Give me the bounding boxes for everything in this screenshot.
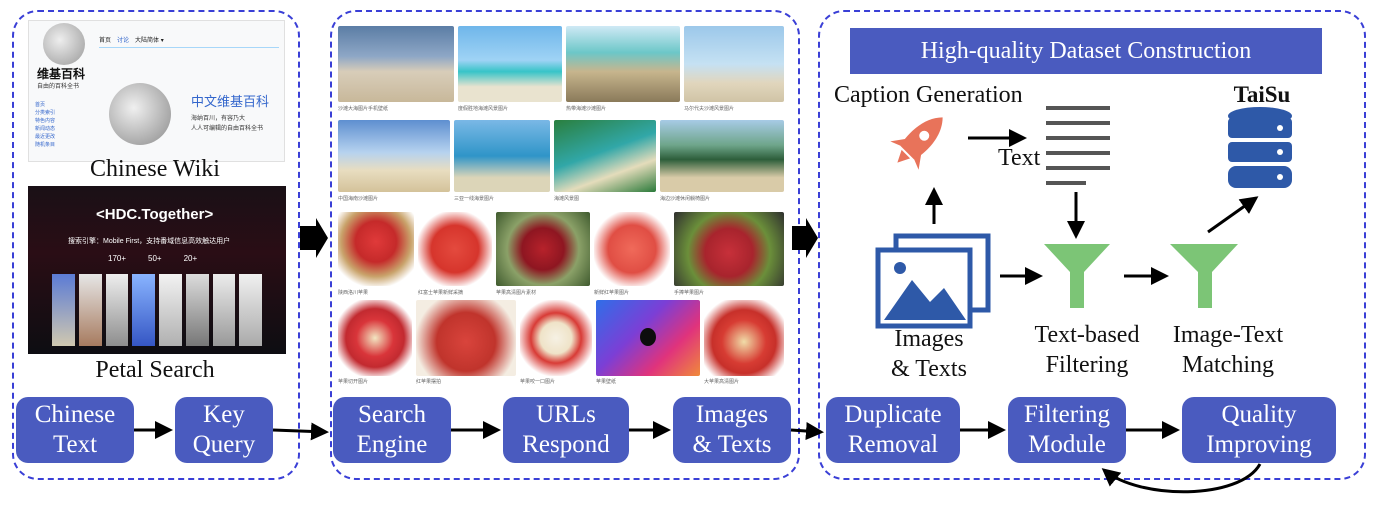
- apple-logo-icon: [640, 328, 656, 346]
- images-icon: [875, 233, 991, 329]
- taisu-label: TaiSu: [1233, 82, 1291, 107]
- wiki-line: 人人可编辑的自由百科全书: [191, 126, 264, 132]
- urls-respond-node: URLs Respond: [503, 397, 629, 463]
- caption-generation-label: Caption Generation: [834, 82, 1023, 108]
- wiki-globe-logo: [43, 23, 85, 65]
- wiki-screenshot: 维基百科 自由的百科全书 首页 讨论 大陆简体 ▾ 首页 分类索引 特色内容 新…: [28, 20, 285, 162]
- image-caption: 红苹果摆拍: [416, 379, 442, 385]
- dataset-construction-panel: [818, 10, 1366, 480]
- text-label: Text: [998, 145, 1041, 171]
- apple-thumbnail: [338, 300, 412, 376]
- panel-transition-arrow: [300, 218, 328, 258]
- image-caption: 海滩风景图: [554, 196, 580, 202]
- flow-arrows: [925, 129, 1259, 285]
- filter-funnel-icon: [1044, 244, 1110, 308]
- images-texts-node: Images & Texts: [673, 397, 791, 463]
- wiki-nav-item[interactable]: 分类索引: [35, 110, 56, 116]
- arrow: [790, 422, 824, 440]
- image-text-matching-label: Image-Text Matching: [1172, 322, 1284, 378]
- beach-thumbnail: [554, 120, 656, 192]
- image-caption: 大苹果高清图片: [704, 379, 740, 385]
- apple-thumbnail: [520, 300, 592, 376]
- wiki-tab-variant[interactable]: 大陆简体 ▾: [135, 38, 164, 44]
- wiki-nav-item[interactable]: 特色内容: [35, 118, 56, 124]
- image-caption: 中国海南沙滩图片: [338, 196, 379, 202]
- arrow: [272, 422, 329, 441]
- dataset-title-box: High-quality Dataset Construction: [850, 28, 1322, 74]
- phone-screens: [52, 274, 262, 346]
- feedback-loop-arrow: [1101, 463, 1262, 494]
- filter-funnel-icon: [1170, 244, 1238, 308]
- beach-thumbnail: [660, 120, 784, 192]
- arrow: [1207, 196, 1259, 234]
- wiki-nav-item[interactable]: 随机条目: [35, 142, 56, 148]
- hdc-subtitle: 搜索引擎：Mobile First，支持番域信息高效触达用户: [68, 238, 231, 245]
- wiki-nav-item[interactable]: 首页: [35, 102, 46, 108]
- images-texts-label: Images & Texts: [891, 326, 967, 382]
- wiki-subtitle: 自由的百科全书: [37, 84, 80, 90]
- apple-thumbnail: [496, 212, 590, 286]
- hdc-title: <HDC.Together>: [96, 206, 214, 223]
- chinese-text-node: Chinese Text: [16, 397, 134, 463]
- petal-search-caption: Petal Search: [95, 357, 215, 383]
- database-icon: [1228, 107, 1292, 188]
- apple-logo-thumbnail: [596, 300, 700, 376]
- wiki-nav-item[interactable]: 最近更改: [35, 134, 56, 140]
- apple-thumbnail: [338, 212, 414, 286]
- beach-thumbnail: [684, 26, 784, 102]
- wiki-nav-item[interactable]: 新闻动态: [35, 126, 56, 132]
- filtering-module-node: Filtering Module: [1008, 397, 1126, 463]
- apple-thumbnail: [418, 212, 492, 286]
- hdc-stat: 50+: [148, 254, 162, 263]
- image-caption: 苹果壁纸: [596, 379, 617, 385]
- duplicate-removal-node: Duplicate Removal: [826, 397, 960, 463]
- apple-thumbnail: [704, 300, 784, 376]
- image-caption: 热带海滩沙滩图片: [566, 106, 607, 112]
- dataset-title: High-quality Dataset Construction: [920, 37, 1252, 64]
- image-caption: 三亚一线海景图片: [454, 196, 495, 202]
- image-grid: 沙滩大海图片手机壁纸 度假胜地海滩风景图片 热带海滩沙滩图片 马尔代夫沙滩风景图…: [338, 26, 784, 390]
- text-lines-icon: [1046, 106, 1110, 185]
- wiki-heading: 中文维基百科: [191, 94, 270, 109]
- apple-thumbnail: [594, 212, 670, 286]
- search-engine-node: Search Engine: [333, 397, 451, 463]
- beach-thumbnail: [454, 120, 550, 192]
- image-caption: 红富士苹果新鲜采摘: [418, 290, 464, 296]
- beach-thumbnail: [338, 26, 454, 102]
- image-caption: 马尔代夫沙滩风景图片: [684, 106, 735, 112]
- panel-transition-arrow: [792, 218, 818, 258]
- image-caption: 陕西洛川苹果: [338, 290, 369, 296]
- hdc-stat: 170+: [108, 254, 127, 263]
- image-caption: 苹果高清图片素材: [496, 290, 537, 296]
- pipeline-arrows: [134, 421, 1262, 494]
- apple-thumbnail: [416, 300, 516, 376]
- wiki-title: 维基百科: [37, 67, 86, 81]
- image-caption: 苹果咬一口图片: [520, 379, 556, 385]
- chinese-wiki-caption: Chinese Wiki: [90, 156, 220, 182]
- image-caption: 苹果切开图片: [338, 379, 369, 385]
- image-caption: 度假胜地海滩风景图片: [458, 106, 509, 112]
- rocket-icon: [890, 117, 943, 170]
- beach-thumbnail: [566, 26, 680, 102]
- apple-thumbnail: [674, 212, 784, 286]
- hdc-stat: 20+: [183, 254, 198, 263]
- wiki-tab-home[interactable]: 首页: [99, 38, 112, 44]
- petal-search-photo: <HDC.Together> 搜索引擎：Mobile First，支持番域信息高…: [28, 186, 286, 354]
- image-caption: 海边沙滩休闲躺椅图片: [660, 196, 711, 202]
- key-query-node: Key Query: [175, 397, 273, 463]
- image-caption: 手捧苹果图片: [674, 290, 705, 296]
- wiki-line: 海纳百川，有容乃大: [191, 116, 246, 122]
- wiki-tab-talk[interactable]: 讨论: [117, 38, 130, 44]
- beach-thumbnail: [458, 26, 562, 102]
- wiki-puzzle-globe: [109, 83, 171, 145]
- data-source-panel: [12, 10, 300, 480]
- quality-improving-node: Quality Improving: [1182, 397, 1336, 463]
- text-based-filtering-label: Text-based Filtering: [1034, 322, 1140, 378]
- image-caption: 沙滩大海图片手机壁纸: [338, 106, 389, 112]
- beach-thumbnail: [338, 120, 450, 192]
- image-caption: 新鲜红苹果图片: [594, 290, 630, 296]
